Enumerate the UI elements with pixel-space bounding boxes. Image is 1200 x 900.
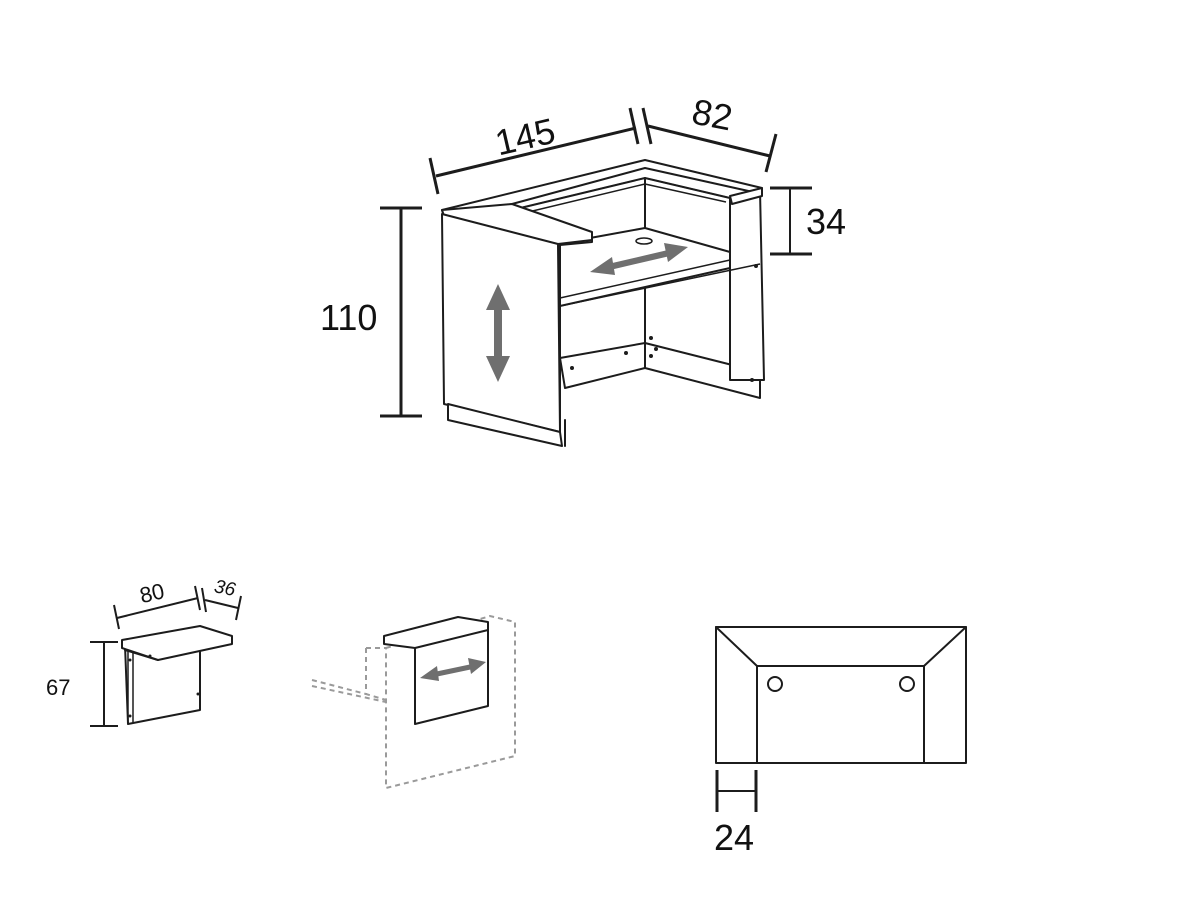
side-module-top [121, 625, 233, 661]
side-module-drawing [121, 625, 233, 725]
cable-grommet [635, 237, 653, 245]
dimension-side-width-80: 80 [113, 578, 201, 630]
top-view-drawing [715, 626, 967, 764]
work-surface-front [559, 263, 761, 307]
dimension-side-depth-36: 36 [201, 576, 242, 621]
horizontal-double-arrow-icon [420, 658, 486, 681]
hardware-dot [624, 351, 628, 355]
vertical-double-arrow-icon [486, 284, 510, 382]
hardware-dot [750, 378, 754, 382]
side-width-label: 80 [137, 578, 166, 608]
side-height-label: 67 [46, 675, 70, 700]
dimension-width-145: 145 [428, 107, 640, 195]
dimension-shelf-34: 34 [770, 186, 846, 256]
top-view-outline [715, 626, 967, 764]
inner-top-edge [511, 177, 731, 211]
width-label: 145 [491, 110, 559, 163]
sliding-panel-top [383, 616, 489, 649]
work-surface-edge [559, 259, 731, 299]
return-edge [557, 239, 593, 245]
hardware-dot [649, 336, 653, 340]
depth-label: 82 [689, 91, 736, 139]
dimension-offset-24: 24 [714, 770, 758, 858]
grommet-left [767, 676, 783, 692]
height-label: 110 [320, 297, 377, 338]
shelf-height-label: 34 [806, 201, 846, 242]
main-counter-drawing [441, 159, 765, 447]
right-side-panel [729, 189, 765, 381]
sliding-module-drawing [311, 614, 516, 790]
dimension-height-110: 110 [320, 206, 422, 418]
dimension-side-height-67: 67 [46, 641, 118, 727]
offset-label: 24 [714, 817, 754, 858]
horizontal-double-arrow-icon [590, 243, 688, 275]
hardware-dot [654, 347, 658, 351]
dimension-depth-82: 82 [641, 91, 778, 173]
grommet-right [899, 676, 915, 692]
inner-top-edge-2 [519, 183, 727, 215]
hardware-dot [570, 366, 574, 370]
side-depth-label: 36 [212, 576, 237, 601]
lower-rail-right [644, 342, 761, 399]
hardware-dot [649, 354, 653, 358]
plinth [447, 403, 563, 447]
hardware-dot [754, 264, 758, 268]
right-ledge [729, 187, 763, 205]
